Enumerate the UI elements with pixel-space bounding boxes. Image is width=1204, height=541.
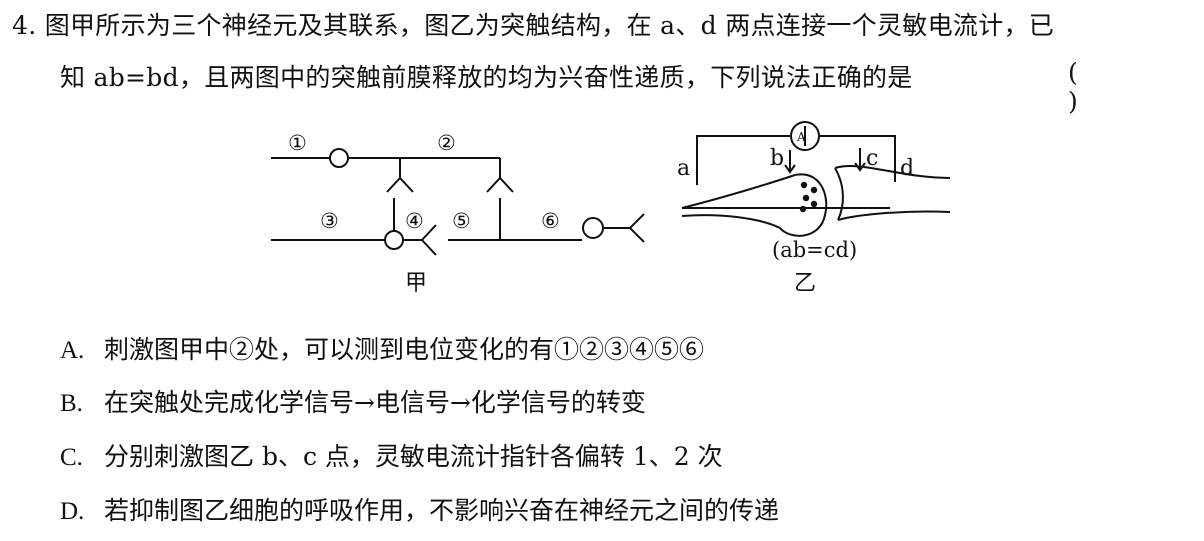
caption-jia: 甲 [405, 271, 427, 296]
question-line-1: 4. 图甲所示为三个神经元及其联系，图乙为突触结构，在 a、d 两点连接一个灵敏… [12, 6, 1054, 42]
figure-jia-labels: ① ② ③ ④ ⑤ ⑥ [288, 131, 560, 233]
arrow-b-head [784, 164, 796, 174]
option-b-text: 在突触处完成化学信号→电信号→化学信号的转变 [104, 388, 646, 417]
question-stem-part-1: 图甲所示为三个神经元及其联系，图乙为突触结构，在 a、d 两点连接一个灵敏电流计… [44, 11, 1055, 40]
label-4: ④ [405, 209, 424, 233]
arrow-c-head [854, 162, 866, 172]
synaptic-vesicles [799, 181, 818, 213]
label-1: ① [288, 131, 307, 155]
option-c-letter: C. [60, 444, 83, 471]
post-membrane-top [834, 164, 951, 179]
galvanometer-symbol: A [796, 130, 806, 144]
caption-yi: 乙 [794, 271, 816, 296]
pre-axon-terminal [681, 173, 828, 237]
vesicle [800, 181, 808, 189]
option-a[interactable]: A. 刺激图甲中②处，可以测到电位变化的有①②③④⑤⑥ [60, 330, 704, 366]
question-number: 4. [12, 11, 37, 40]
option-b[interactable]: B. 在突触处完成化学信号→电信号→化学信号的转变 [60, 383, 646, 419]
answer-parentheses: ( ) [1068, 58, 1128, 116]
option-a-letter: A. [60, 337, 85, 364]
point-a-label: a [677, 156, 690, 181]
vesicle [802, 194, 810, 202]
vesicle [799, 205, 807, 213]
option-d[interactable]: D. 若抑制图乙细胞的呼吸作用，不影响兴奋在神经元之间的传递 [60, 491, 779, 527]
figure-yi [681, 121, 951, 237]
synapse-terminal-2 [486, 176, 514, 193]
wire-right [820, 135, 896, 182]
label-5: ⑤ [452, 209, 471, 233]
cell-body-right [582, 217, 604, 239]
wire-left [696, 135, 790, 185]
option-c-text: 分别刺激图乙 b、c 点，灵敏电流计指针各偏转 1、2 次 [104, 442, 723, 471]
synapse-terminal-3 [420, 224, 437, 256]
label-6: ⑥ [541, 209, 560, 233]
option-d-letter: D. [60, 498, 85, 525]
post-membrane-bottom [837, 210, 951, 221]
point-b-label: b [770, 146, 784, 171]
synapse-terminal-4 [628, 213, 645, 243]
label-3: ③ [320, 209, 339, 233]
label-2: ② [437, 131, 456, 155]
vesicle [810, 200, 818, 208]
point-c-label: c [866, 146, 878, 171]
cell-body-middle [384, 230, 404, 250]
equal-length-note: (ab=cd) [772, 238, 857, 262]
option-d-text: 若抑制图乙细胞的呼吸作用，不影响兴奋在神经元之间的传递 [104, 496, 780, 525]
pre-membrane-top [681, 174, 796, 209]
option-a-text: 刺激图甲中②处，可以测到电位变化的有①②③④⑤⑥ [104, 335, 705, 364]
question-line-2: 知 ab=bd，且两图中的突触前膜释放的均为兴奋性递质，下列说法正确的是 [60, 58, 913, 94]
cell-body-upper [329, 148, 349, 168]
vesicle [810, 186, 818, 194]
synaptic-cleft-edge [834, 167, 844, 221]
synapse-terminal-1 [386, 176, 414, 193]
question-stem-part-2: 知 ab=bd，且两图中的突触前膜释放的均为兴奋性递质，下列说法正确的是 [60, 63, 913, 92]
point-d-label: d [900, 156, 914, 181]
option-b-letter: B. [60, 390, 83, 417]
figure-jia [271, 148, 645, 256]
option-c[interactable]: C. 分别刺激图乙 b、c 点，灵敏电流计指针各偏转 1、2 次 [60, 437, 723, 473]
